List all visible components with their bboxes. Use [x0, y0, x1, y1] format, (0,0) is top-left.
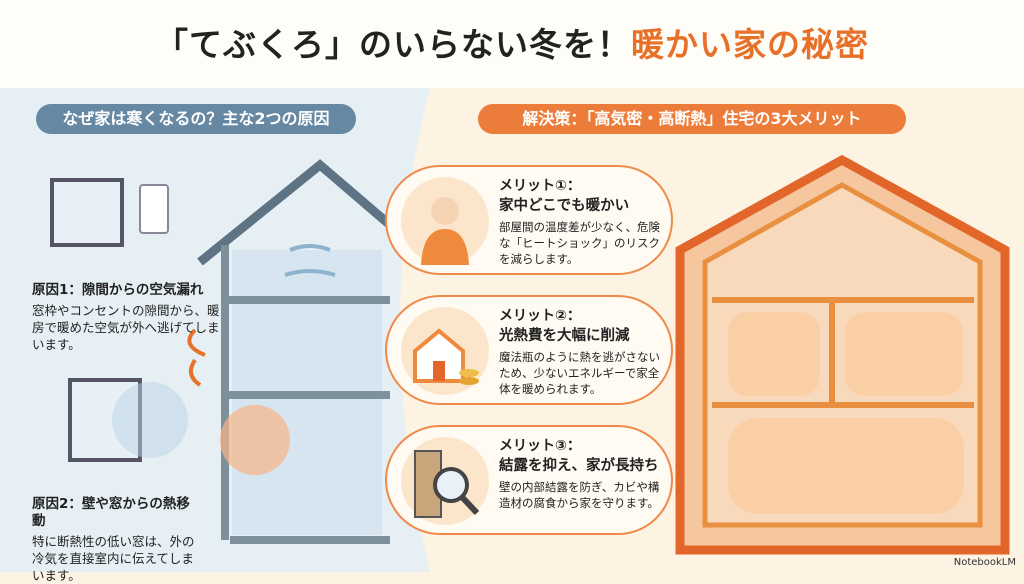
background-illustration: [0, 0, 1024, 572]
insulated-house-illustration: [675, 154, 1010, 555]
merit-card-2: メリット②：光熱費を大幅に削減魔法瓶のように熱を逃がさないため、少ないエネルギー…: [385, 295, 673, 405]
cause-1: 原因1：隙間からの空気漏れ 窓枠やコンセントの隙間から、暖房で暖めた空気が外へ逃…: [32, 282, 220, 352]
notebooklm-logo: NotebookLM: [953, 557, 1016, 568]
page-title: 「てぶくろ」のいらない冬を！暖かい家の秘密: [155, 25, 869, 64]
merit-card-3: メリット③：結露を抑え、家が長持ち壁の内部結露を防ぎ、カビや構造材の腐食から家を…: [385, 425, 673, 535]
merits-header: 解決策：「高気密・高断熱」住宅の3大メリット: [478, 104, 906, 134]
merit-card-1: メリット①：家中どこでも暖かい部屋間の温度差が少なく、危険な「ヒートショック」の…: [385, 165, 673, 275]
magnifier-wall-icon: [401, 437, 489, 525]
cause-2: 原因2：壁や窓からの熱移動 特に断熱性の低い窓は、外の冷気を直接室内に伝えてしま…: [32, 496, 195, 583]
house-plug-coins-icon: [401, 307, 489, 395]
causes-header: なぜ家は寒くなるの？主な2つの原因: [36, 104, 356, 134]
smiling-person-icon: [401, 177, 489, 265]
leaky-house-illustration: [50, 159, 393, 544]
